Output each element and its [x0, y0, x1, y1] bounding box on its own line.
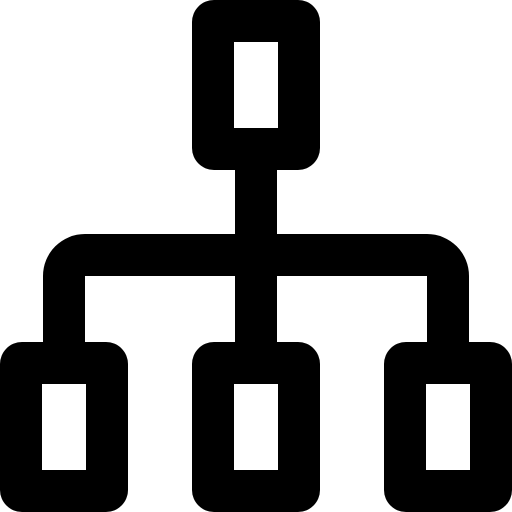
top-node [192, 0, 320, 170]
bottom-middle-node [192, 342, 320, 512]
branch-bar [43, 234, 469, 350]
bottom-left-node [0, 342, 128, 512]
bottom-right-node [384, 342, 512, 512]
